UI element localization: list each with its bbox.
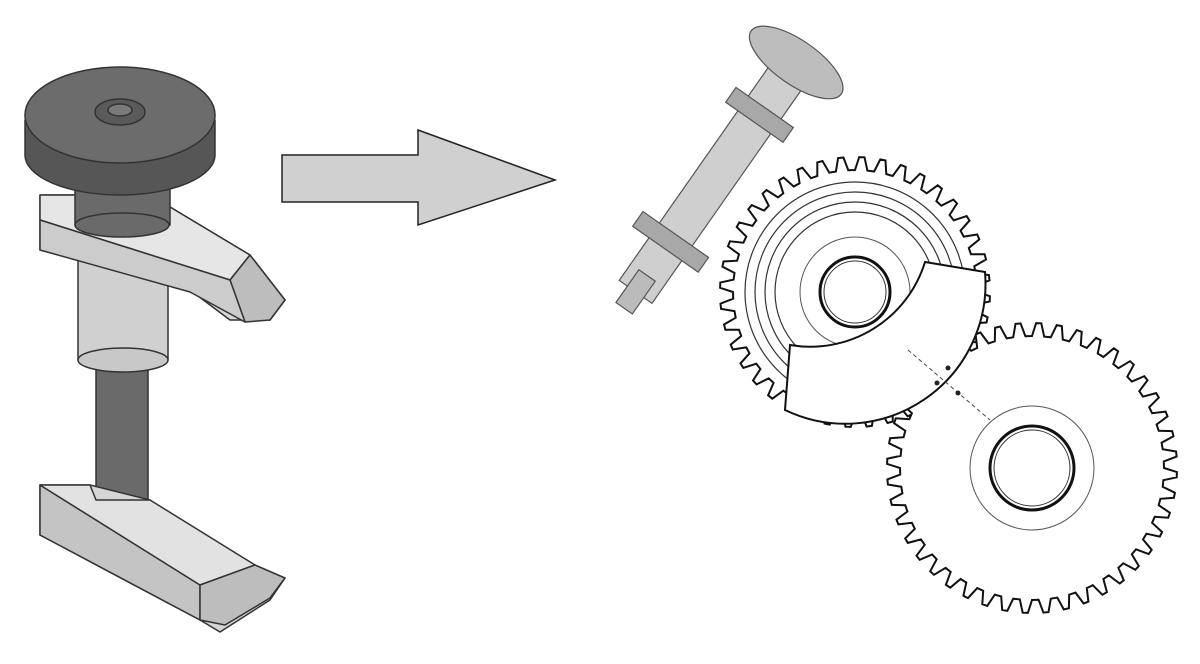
- lower-gear-hub-outline: [969, 405, 1095, 531]
- lower-gear-bore-inner: [993, 429, 1071, 507]
- clamp-tool: [24, 66, 286, 633]
- inserted-tool: [615, 25, 844, 315]
- contact-point: [945, 365, 951, 371]
- upper-gear-bore-inner: [823, 260, 887, 324]
- direction-arrow: [281, 128, 558, 227]
- center-line: [907, 349, 991, 421]
- bottom-jaw: [39, 484, 286, 633]
- thumb-knob: [24, 66, 216, 196]
- lower-gear-bore: [988, 424, 1076, 512]
- upper-gear-bore: [818, 255, 892, 329]
- contact-point: [955, 390, 961, 396]
- gear-assembly: [719, 156, 1178, 614]
- contact-point: [934, 380, 940, 386]
